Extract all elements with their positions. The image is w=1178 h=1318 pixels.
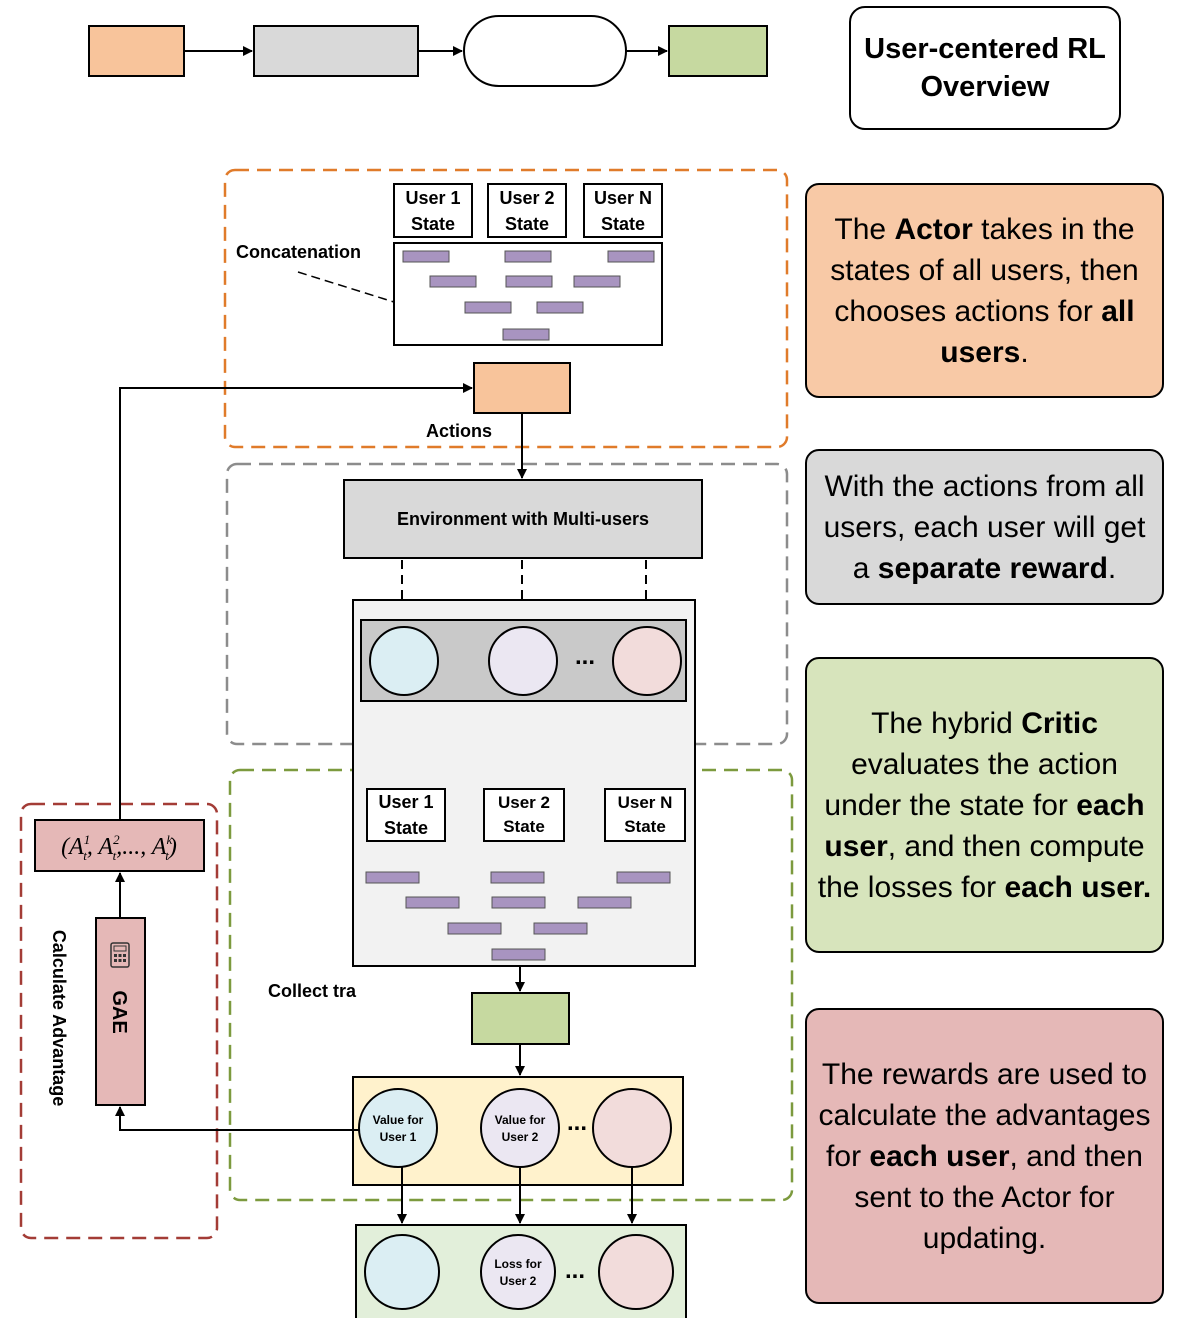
critic-block — [471, 992, 570, 1045]
value-label-2-line1: Value for — [495, 1113, 546, 1127]
actions-label: Actions — [426, 421, 492, 441]
loss-circle-user-n — [598, 1234, 674, 1310]
reward-circle-user-n — [612, 626, 682, 696]
environment-label: Environment with Multi-users — [397, 509, 649, 529]
value-label-1-line2: User 1 — [380, 1130, 417, 1144]
actions-block — [473, 362, 571, 414]
critic-state-label-n-line1: User N — [618, 793, 673, 812]
critic-neuron — [447, 922, 502, 935]
critic-state-label-n-line2: State — [624, 817, 666, 836]
critic-state-box-2 — [483, 788, 565, 842]
environment-section: Environment with Multi-users — [343, 413, 703, 620]
critic-network-layers — [365, 871, 671, 961]
concatenation-label: Concatenation — [236, 242, 361, 262]
value-label-2-line2: User 2 — [502, 1130, 539, 1144]
critic-state-label-2-line1: User 2 — [498, 793, 550, 812]
actor-neuron — [607, 250, 655, 263]
actor-note: The Actor takes in the states of all use… — [805, 183, 1164, 398]
actor-neuron — [573, 275, 621, 288]
reward-circle-user-1 — [369, 626, 439, 696]
critic-state-box-n — [604, 788, 686, 842]
actor-state-label-1-line1: User 1 — [405, 188, 460, 208]
legend-environment-block — [253, 25, 419, 77]
legend-flow — [88, 15, 768, 87]
advantage-to-actor-arrow — [119, 383, 473, 820]
actor-state-label-n-line1: User N — [594, 188, 652, 208]
actor-section: User 1 State User 2 State User N State C… — [236, 183, 663, 441]
loss-ellipsis: ... — [565, 1257, 585, 1284]
critic-state-box-1 — [366, 788, 446, 842]
actor-neuron — [464, 301, 512, 314]
concatenation-leader — [297, 271, 395, 303]
calculator-icon — [110, 942, 130, 968]
critic-neuron — [491, 896, 546, 909]
critic-section: ... User 1 State User 2 State User N Sta… — [268, 599, 696, 1318]
loss-circle-user-1 — [364, 1234, 440, 1310]
actor-state-label-2-line1: User 2 — [499, 188, 554, 208]
actor-neuron — [505, 275, 553, 288]
actor-state-box-1 — [393, 183, 473, 238]
loss-circle-user-2 — [480, 1234, 556, 1310]
actor-state-box-n — [583, 183, 663, 238]
value-ellipsis: ... — [567, 1109, 587, 1136]
actor-state-box-2 — [487, 183, 567, 238]
critic-state-label-1-line1: User 1 — [378, 792, 433, 812]
legend-critic-block — [668, 25, 768, 77]
actor-neuron — [536, 301, 584, 314]
actor-neuron — [402, 250, 450, 263]
critic-neuron — [533, 922, 588, 935]
environment-note: With the actions from all users, each us… — [805, 449, 1164, 605]
critic-note-text: The hybrid Critic evaluates the action u… — [817, 706, 1152, 904]
loss-label-line1: Loss for — [494, 1257, 542, 1271]
actor-network-layers — [402, 250, 655, 341]
calculate-advantage-label: Calculate Advantage — [49, 930, 69, 1106]
legend-actor-block — [88, 25, 185, 77]
actor-group-border — [223, 168, 789, 449]
reward-ellipsis: ... — [575, 643, 595, 670]
advantage-note: The rewards are used to calculate the ad… — [805, 1008, 1164, 1304]
actor-neuron — [502, 328, 550, 341]
actor-note-text: The Actor takes in the states of all use… — [830, 212, 1139, 369]
diagram-title: User-centered RL Overview — [864, 33, 1106, 103]
gae-block — [95, 917, 146, 1106]
value-circle-user-2 — [480, 1088, 560, 1168]
critic-neuron — [616, 871, 671, 884]
critic-state-label-2-line2: State — [503, 817, 545, 836]
critic-neuron — [490, 871, 545, 884]
value-circle-user-1 — [358, 1088, 438, 1168]
critic-neuron — [365, 871, 420, 884]
environment-block — [343, 479, 703, 559]
gae-label: GAE — [108, 990, 130, 1033]
collect-label: Collect tra — [268, 981, 357, 1001]
value-label-1-line1: Value for — [373, 1113, 424, 1127]
advantage-formula-box — [34, 819, 205, 872]
actor-state-label-1-line2: State — [411, 214, 455, 234]
critic-note: The hybrid Critic evaluates the action u… — [805, 657, 1164, 953]
critic-state-label-1-line2: State — [384, 818, 428, 838]
value-to-gae-arrow — [115, 1106, 359, 1131]
actor-neuron — [429, 275, 477, 288]
legend-terminal-block — [463, 15, 627, 87]
title-box: User-centered RL Overview — [849, 6, 1121, 130]
environment-note-text: With the actions from all users, each us… — [823, 469, 1146, 585]
advantage-note-text: The rewards are used to calculate the ad… — [818, 1057, 1151, 1255]
reward-circle-user-2 — [488, 626, 558, 696]
critic-neuron — [405, 896, 460, 909]
critic-neuron — [577, 896, 632, 909]
actor-neuron — [504, 250, 552, 263]
loss-label-line2: User 2 — [500, 1274, 537, 1288]
actor-state-label-2-line2: State — [505, 214, 549, 234]
value-circle-user-n — [592, 1088, 672, 1168]
critic-neuron — [491, 948, 546, 961]
actor-state-label-n-line2: State — [601, 214, 645, 234]
